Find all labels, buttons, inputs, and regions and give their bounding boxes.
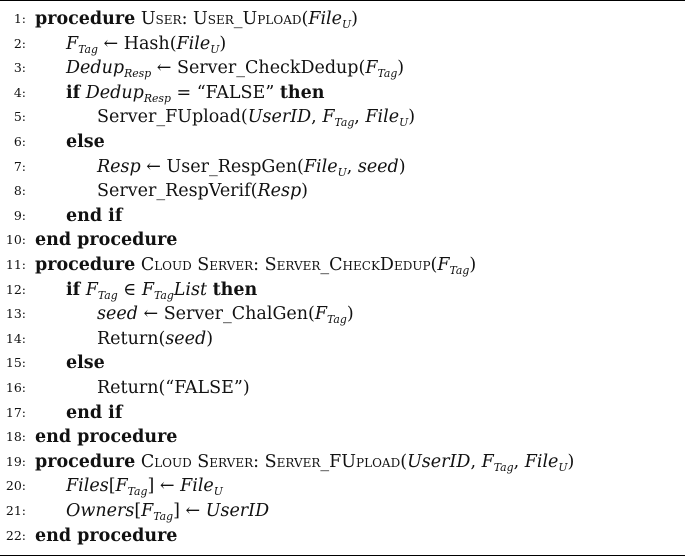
line-number: 13: [5, 306, 26, 322]
line-code: Server_RespVerif(Resp) [97, 181, 308, 202]
line-code: Owners[FTag] ← UserID [66, 501, 270, 523]
line-code: Files[FTag] ← FileU [66, 476, 223, 499]
line-code: else [66, 132, 105, 152]
line-number: 19: [5, 453, 26, 469]
line-code: end procedure [35, 230, 178, 251]
line-number: 20: [5, 478, 26, 494]
line-number: 10: [5, 232, 26, 248]
line-code: Server_FUpload(UserID, FTag, FileU) [97, 107, 416, 130]
line-number: 6: [13, 134, 26, 149]
line-number: 2: [13, 35, 26, 51]
line-code: else [66, 353, 105, 374]
line-code: procedure User: User_Upload(FileU) [35, 9, 358, 31]
line-code: if FTag ∈ FTagList then [66, 279, 258, 302]
line-code: end procedure [35, 427, 178, 448]
line-number: 12: [5, 281, 26, 297]
line-number: 11: [5, 257, 26, 272]
line-code: DedupResp ← Server_CheckDedup(FTag) [66, 58, 405, 80]
line-code: if DedupResp = “FALSE” then [66, 82, 325, 105]
line-code: procedure Cloud Server: Server_CheckDedu… [35, 255, 477, 277]
line-number: 15: [5, 355, 26, 371]
line-number: 9: [13, 207, 26, 223]
line-code: seed ← Server_ChalGen(FTag) [97, 304, 354, 326]
line-code: end if [66, 205, 123, 226]
line-number: 3: [13, 60, 26, 76]
line-code: Return(“FALSE”) [97, 378, 250, 398]
line-number: 21: [5, 503, 26, 518]
line-number: 17: [5, 404, 26, 420]
line-code: FTag ← Hash(FileU) [66, 33, 227, 56]
line-code: procedure Cloud Server: Server_FUpload(U… [35, 451, 575, 474]
line-number: 18: [5, 429, 26, 445]
line-number: 5: [13, 109, 26, 125]
line-number: 8: [13, 183, 26, 199]
line-number: 1: [13, 11, 26, 26]
line-number: 22: [5, 527, 26, 543]
line-number: 14: [5, 330, 26, 346]
line-code: Resp ← User_RespGen(FileU, seed) [97, 156, 406, 179]
line-code: end procedure [35, 525, 178, 546]
line-code: end if [66, 402, 123, 423]
line-number: 16: [5, 380, 26, 395]
line-number: 7: [13, 158, 26, 174]
line-number: 4: [13, 84, 26, 100]
line-code: Return(seed) [97, 328, 214, 349]
